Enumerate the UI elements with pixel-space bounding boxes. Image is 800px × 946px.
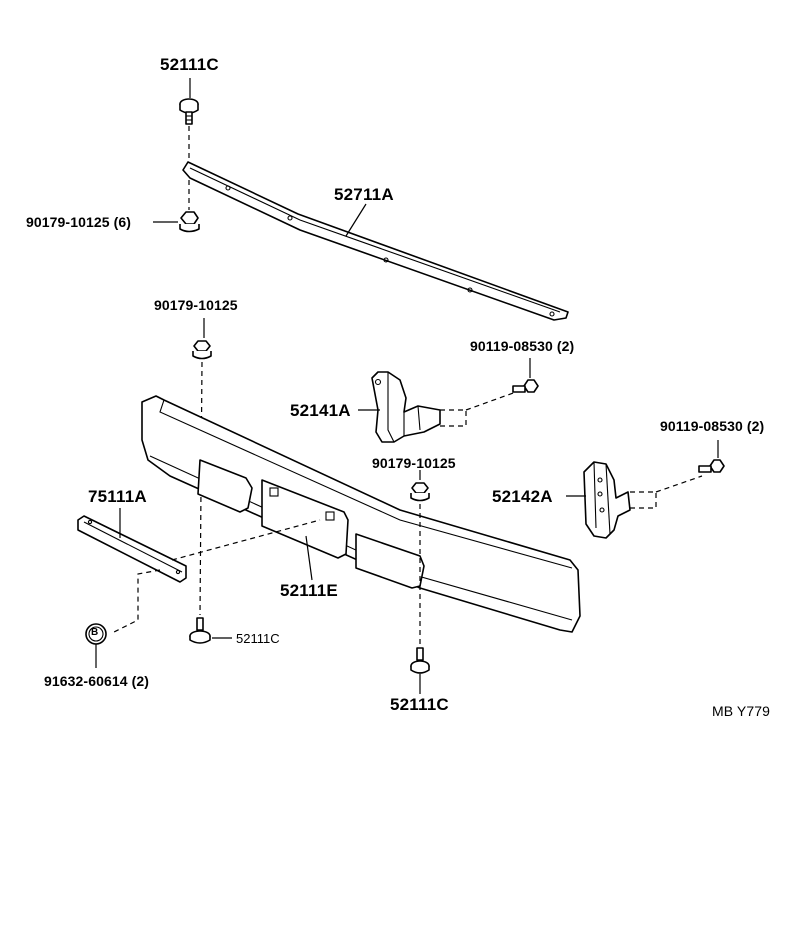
clip-bottom-part xyxy=(410,647,430,674)
bumper-part xyxy=(141,395,581,633)
label-panel: 52711A xyxy=(334,185,394,204)
bracket-left-part xyxy=(371,371,441,443)
nut-mid-left-part xyxy=(192,340,212,360)
label-reinforcement: 75111A xyxy=(88,487,147,506)
bracket-right-part xyxy=(583,461,631,539)
label-clip-bottom: 52111C xyxy=(390,695,449,714)
label-nut-mid-left: 90179-10125 xyxy=(154,297,238,313)
panel-part xyxy=(182,161,569,321)
dash-reinforcement xyxy=(113,519,321,633)
label-bolt-right-1: 90119-08530 (2) xyxy=(470,338,575,354)
nut-left-part xyxy=(179,211,200,233)
bolt-right-1-part xyxy=(512,379,539,393)
clip-left-part xyxy=(189,617,211,644)
label-clip-top: 52111C xyxy=(160,55,219,74)
nut-mid-right-part xyxy=(410,482,430,502)
reinforcement-part xyxy=(77,515,187,583)
label-bumper: 52111E xyxy=(280,581,338,600)
label-clip-left: 52111C xyxy=(236,631,280,646)
label-figure-code: MB Y779 xyxy=(712,703,771,719)
dash-bracket-right xyxy=(630,475,703,509)
bolt-right-2-part xyxy=(698,459,725,473)
dash-bracket-left xyxy=(440,391,517,427)
label-bracket-left: 52141A xyxy=(290,401,351,420)
label-bolt-right-2: 90119-08530 (2) xyxy=(660,418,765,434)
clip-top-part xyxy=(179,98,199,125)
rivet-mark-b: B xyxy=(91,627,99,638)
leader-bumper xyxy=(305,535,313,581)
label-nut-mid-right: 90179-10125 xyxy=(372,455,456,471)
label-rivet: 91632-60614 (2) xyxy=(44,673,150,689)
label-bracket-right: 52142A xyxy=(492,487,553,506)
label-nut-left: 90179-10125 (6) xyxy=(26,214,132,230)
leader-panel xyxy=(345,203,367,237)
